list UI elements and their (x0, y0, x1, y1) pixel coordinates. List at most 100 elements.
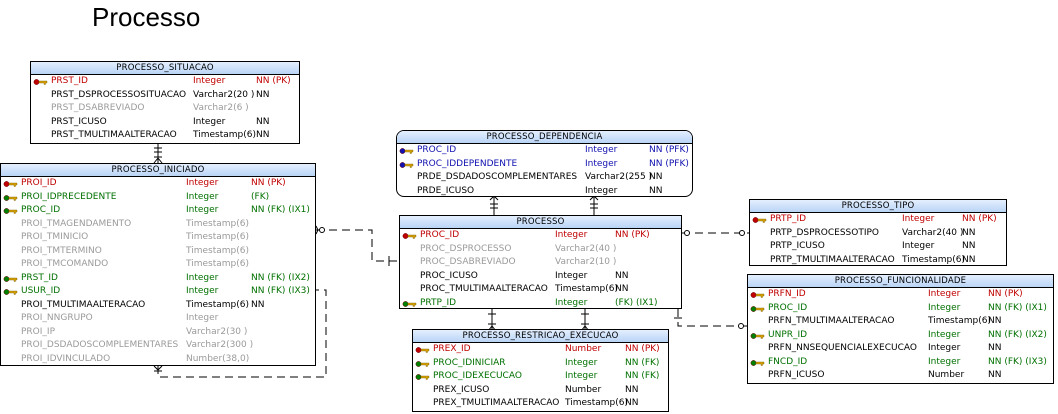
column-constraint: (FK) (251, 191, 270, 202)
column-name: PROI_TMCOMANDO (21, 259, 109, 269)
column-type: Integer (585, 185, 618, 196)
primary-key-icon (3, 181, 18, 187)
table-header: PROCESSO (400, 216, 681, 229)
column-name: PRDE_ICUSO (417, 185, 475, 196)
column-type: Integer (186, 313, 219, 323)
primary-key-icon (33, 79, 48, 85)
column-row[interactable]: PRTP_ID Integer NN (PK) (750, 213, 1006, 227)
column-constraint: NN (PK) (962, 214, 997, 224)
column-name: PROC_IDINICIAR (433, 357, 506, 368)
foreign-key-icon (415, 374, 430, 380)
column-type: Number (565, 344, 602, 354)
column-constraint: (FK) (IX1) (615, 297, 658, 308)
column-name: PRTP_ID (770, 214, 807, 224)
column-constraint: NN (615, 270, 629, 281)
column-name: FNCD_ID (768, 356, 808, 367)
column-constraint: NN (FK) (IX1) (988, 302, 1047, 313)
column-name: PROC_DSPROCESSO (420, 243, 512, 254)
column-type: Integer (186, 272, 219, 283)
column-constraint: NN (FK) (625, 371, 660, 381)
primary-key-icon (752, 217, 767, 223)
column-constraint: NN (962, 254, 976, 265)
column-row[interactable]: PROI_TMCOMANDO Timestamp(6) (1, 258, 315, 272)
foreign-key-icon (3, 208, 18, 214)
column-name: PRST_DSPROCESSOSITUACAO (51, 89, 187, 100)
column-type: Integer (585, 158, 618, 169)
foreign-key-icon (3, 275, 18, 282)
column-type: Varchar2(6 ) (193, 103, 249, 113)
column-name: PRDE_DSDADOSCOMPLEMENTARES (417, 172, 578, 182)
column-type: Integer (902, 214, 935, 224)
column-constraint: NN (625, 384, 639, 395)
primary-foreign-key-icon (399, 148, 414, 154)
column-type: Timestamp(6) (193, 130, 256, 140)
column-name: PROI_ID (21, 178, 57, 188)
column-name: PROC_ID (21, 205, 61, 215)
column-row[interactable]: PRDE_DSDADOSCOMPLEMENTARES Varchar2(255 )… (397, 171, 692, 185)
column-name: PRST_ID (51, 76, 88, 86)
rel-iniciado-self (157, 289, 327, 378)
column-type: Integer (902, 241, 935, 251)
column-type: Integer (186, 205, 219, 215)
table-header: PROCESSO_RESTRICAO_EXECUCAO (413, 330, 668, 343)
column-name: PREX_TMULTIMAALTERACAO (433, 398, 560, 408)
column-type: Varchar2(255 ) (585, 172, 653, 182)
column-name: USUR_ID (21, 286, 61, 296)
column-type: Timestamp(6) (186, 259, 249, 269)
column-type: Number (565, 384, 602, 395)
column-type: Timestamp(6) (186, 218, 249, 229)
column-type: Varchar2(30 ) (186, 326, 248, 337)
column-name: UNPR_ID (768, 329, 808, 340)
column-type: Integer (193, 116, 226, 127)
